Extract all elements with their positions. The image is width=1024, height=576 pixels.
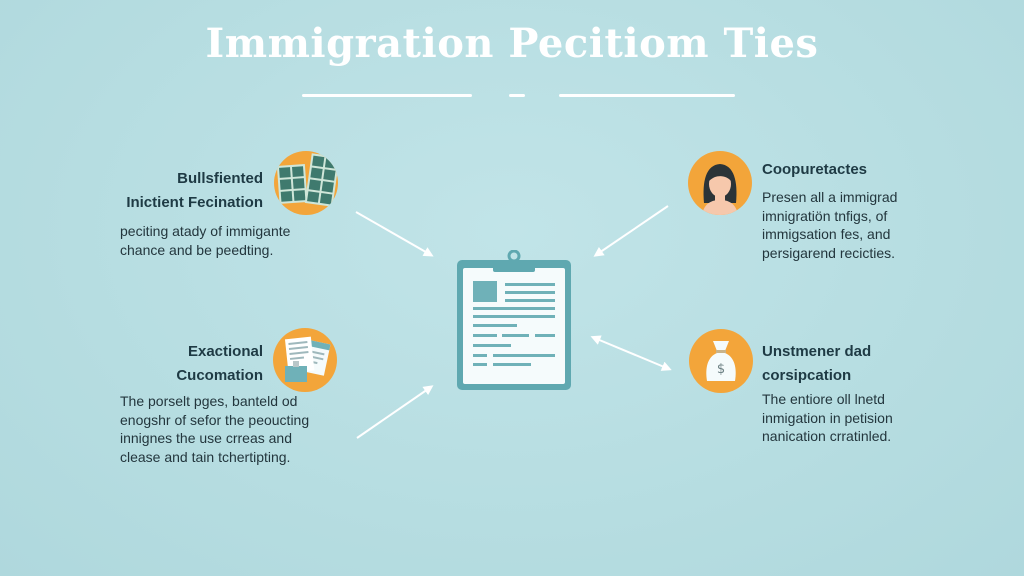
arrow-top-left bbox=[355, 211, 434, 257]
panel-heading: Bullsfiented Inictient Fecination bbox=[126, 170, 263, 211]
panel-heading: Unstmener dad corsipcation bbox=[762, 343, 872, 384]
panel-body: Presen all a immigrad imnigratiön tnfigs… bbox=[762, 189, 898, 261]
svg-text:$: $ bbox=[717, 362, 725, 377]
panel-body: peciting atady of immigante chance and b… bbox=[120, 223, 291, 258]
building-windows-icon bbox=[274, 151, 338, 215]
panel-heading: Exactional Cucomation bbox=[176, 343, 263, 384]
title-divider-middle bbox=[509, 94, 525, 97]
arrow-bottom-left bbox=[356, 385, 434, 439]
panel-body: The entiore oll lnetd inmigation in peti… bbox=[762, 391, 893, 444]
documents-stack-icon bbox=[273, 328, 337, 392]
title-divider-left bbox=[302, 94, 472, 97]
panel-body: The porselt pges, banteld od enogshr of … bbox=[120, 393, 310, 465]
arrow-top-right bbox=[593, 205, 669, 257]
arrow-bottom-right bbox=[590, 335, 672, 371]
money-bag-icon: $ bbox=[689, 329, 753, 393]
clipboard-document-icon bbox=[457, 250, 571, 390]
person-avatar-icon bbox=[688, 151, 752, 215]
title-divider-right bbox=[559, 94, 735, 97]
page-title: Immigration Pecitiom Ties bbox=[205, 20, 819, 67]
panel-heading: Coopuretactes bbox=[762, 161, 868, 178]
